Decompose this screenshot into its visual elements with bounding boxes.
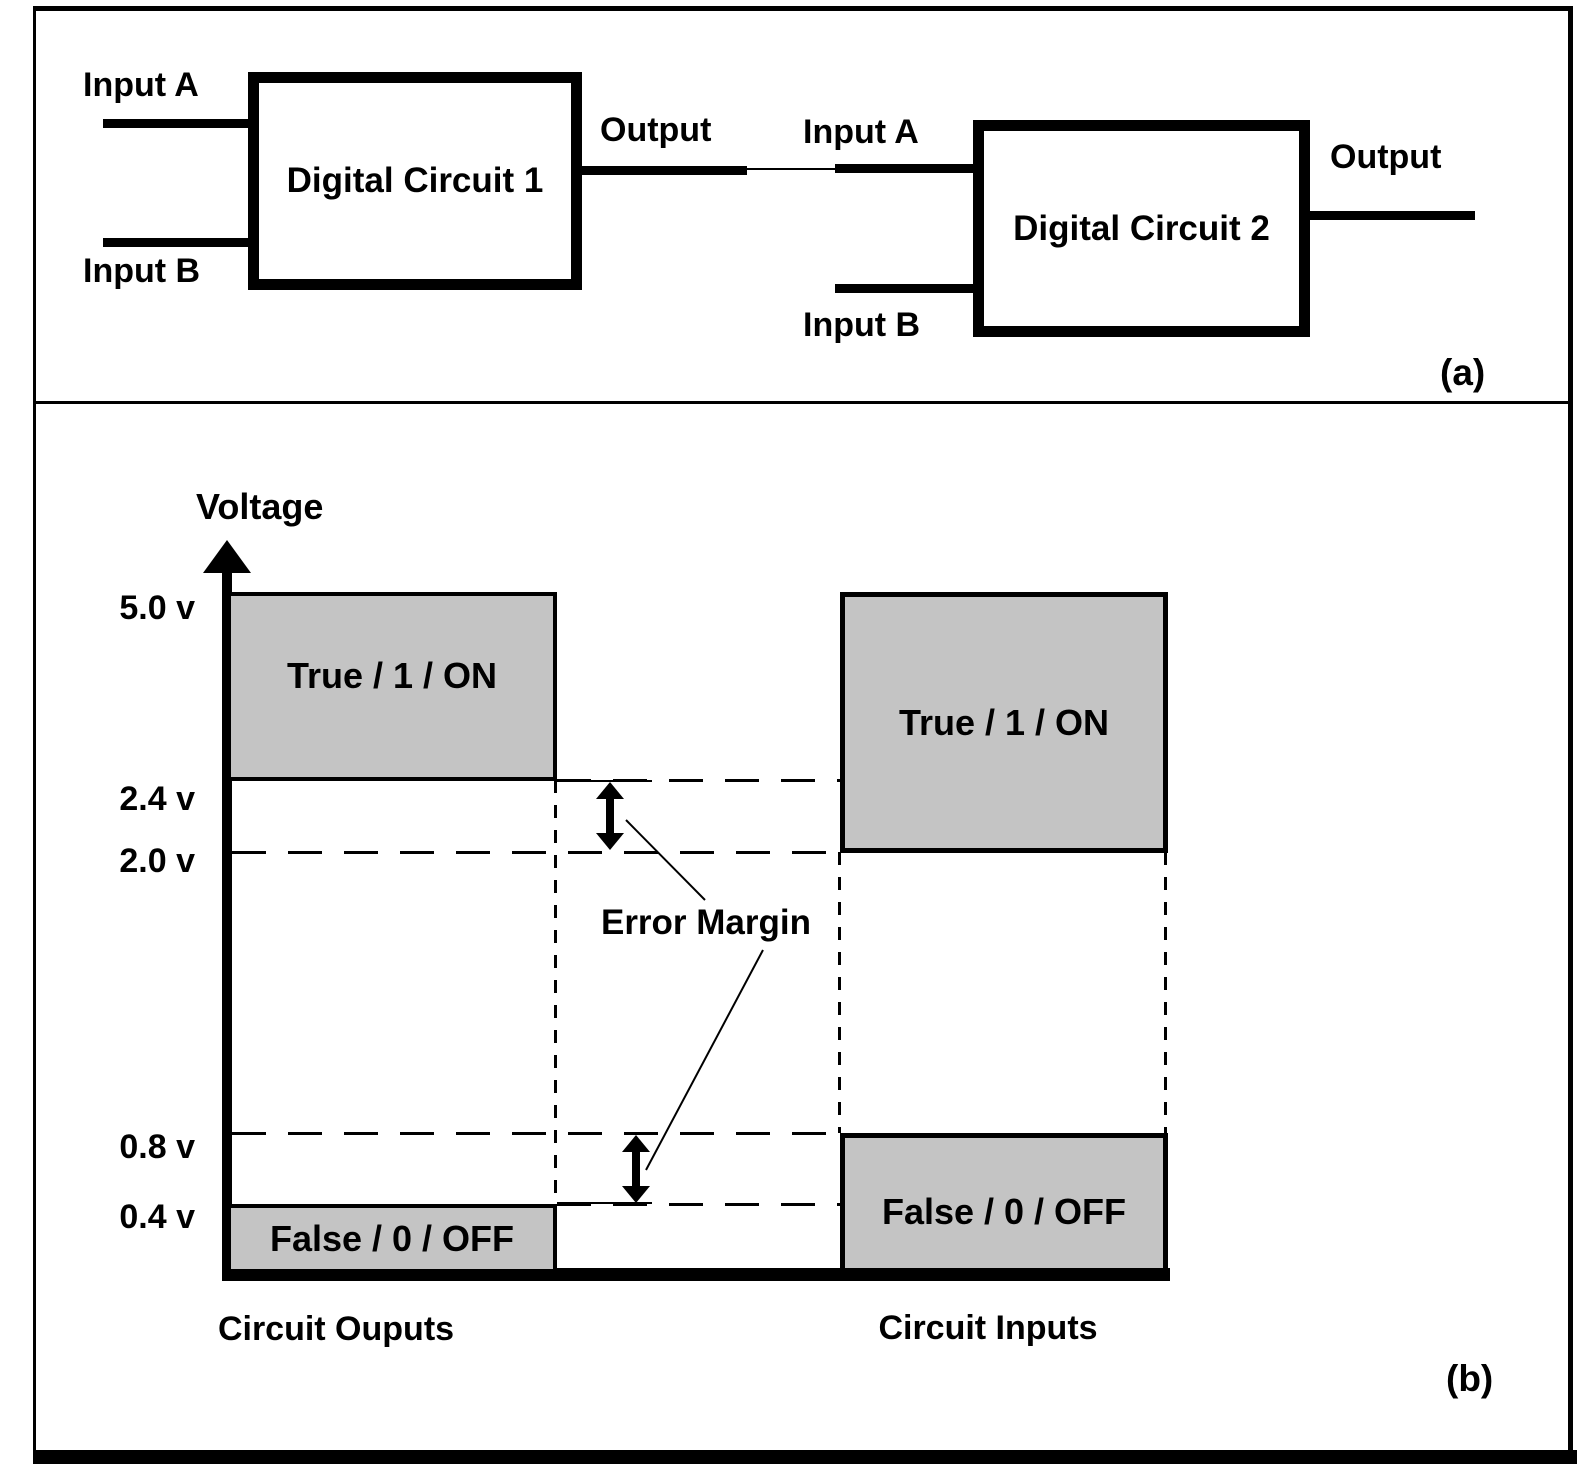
digital-circuit-1-title: Digital Circuit 1 (286, 161, 544, 200)
tick-5-0v: 5.0 v (119, 589, 195, 627)
circuit2-output-label: Output (1330, 138, 1442, 176)
outputs-false-region: False / 0 / OFF (227, 1204, 557, 1273)
inputs-false-region: False / 0 / OFF (840, 1133, 1168, 1273)
level-line-0-4v-solid-segment (557, 1202, 652, 1204)
circuit1-output-label: Output (600, 111, 712, 149)
border-left (33, 6, 36, 1462)
arrow-up-head (622, 1135, 650, 1152)
error-margin-label: Error Margin (600, 903, 812, 942)
level-line-2-4v-solid-segment (557, 780, 652, 782)
level-line-2-0v (232, 851, 840, 854)
circuit1-input-b-wire (103, 238, 248, 247)
level-line-0-4v (557, 1203, 840, 1206)
level-line-0-8v (232, 1132, 840, 1135)
section-divider-line (33, 401, 1571, 404)
circuit1-output-wire (582, 166, 747, 175)
inputs-true-region-label: True / 1 / ON (898, 701, 1110, 743)
circuit2-input-a-wire (835, 164, 973, 173)
tick-0-4v: 0.4 v (119, 1198, 195, 1236)
arrow-shaft (632, 1149, 640, 1189)
circuit2-input-a-label: Input A (803, 113, 919, 151)
arrow-shaft (606, 796, 614, 836)
tick-2-4v: 2.4 v (119, 780, 195, 818)
circuit1-input-a-wire (103, 119, 248, 128)
circuit1-input-b-label: Input B (83, 252, 201, 290)
circuit2-input-b-label: Input B (803, 306, 921, 344)
outputs-false-region-label: False / 0 / OFF (269, 1217, 515, 1259)
border-top (33, 6, 1571, 11)
projection-line-inputs-left (838, 852, 841, 1133)
tick-2-0v: 2.0 v (119, 842, 195, 880)
part-a-tag: (a) (1440, 352, 1486, 393)
circuit2-output-wire (1310, 211, 1475, 220)
outputs-true-region: True / 1 / ON (227, 592, 557, 781)
projection-line-inputs-right (1164, 852, 1167, 1133)
tick-0-8v: 0.8 v (119, 1128, 195, 1166)
voltage-axis-line (222, 566, 232, 1272)
digital-circuit-2-title: Digital Circuit 2 (1013, 208, 1270, 248)
level-line-2-4v (557, 779, 840, 782)
digital-circuit-2-box: Digital Circuit 2 (973, 120, 1310, 337)
circuit-outputs-label: Circuit Ouputs (217, 1310, 455, 1348)
projection-line-outputs-right (554, 780, 557, 1204)
inputs-true-region: True / 1 / ON (840, 592, 1168, 853)
part-b-tag: (b) (1446, 1358, 1494, 1399)
interconnect-wire (747, 168, 837, 170)
digital-circuit-1-box: Digital Circuit 1 (248, 72, 582, 290)
circuit-inputs-label: Circuit Inputs (878, 1309, 1098, 1347)
arrow-up-head (596, 782, 624, 799)
border-right (1568, 6, 1573, 1464)
arrow-down-head (596, 833, 624, 850)
circuit2-input-b-wire (835, 284, 973, 293)
border-bottom-bar (33, 1450, 1577, 1464)
error-margin-arrow-top (596, 782, 624, 850)
circuit1-input-a-label: Input A (83, 66, 199, 104)
inputs-false-region-label: False / 0 / OFF (881, 1191, 1127, 1232)
arrow-down-head (622, 1186, 650, 1203)
voltage-axis-label: Voltage (196, 486, 324, 527)
outputs-true-region-label: True / 1 / ON (286, 654, 498, 696)
error-margin-arrow-bottom (622, 1135, 650, 1203)
